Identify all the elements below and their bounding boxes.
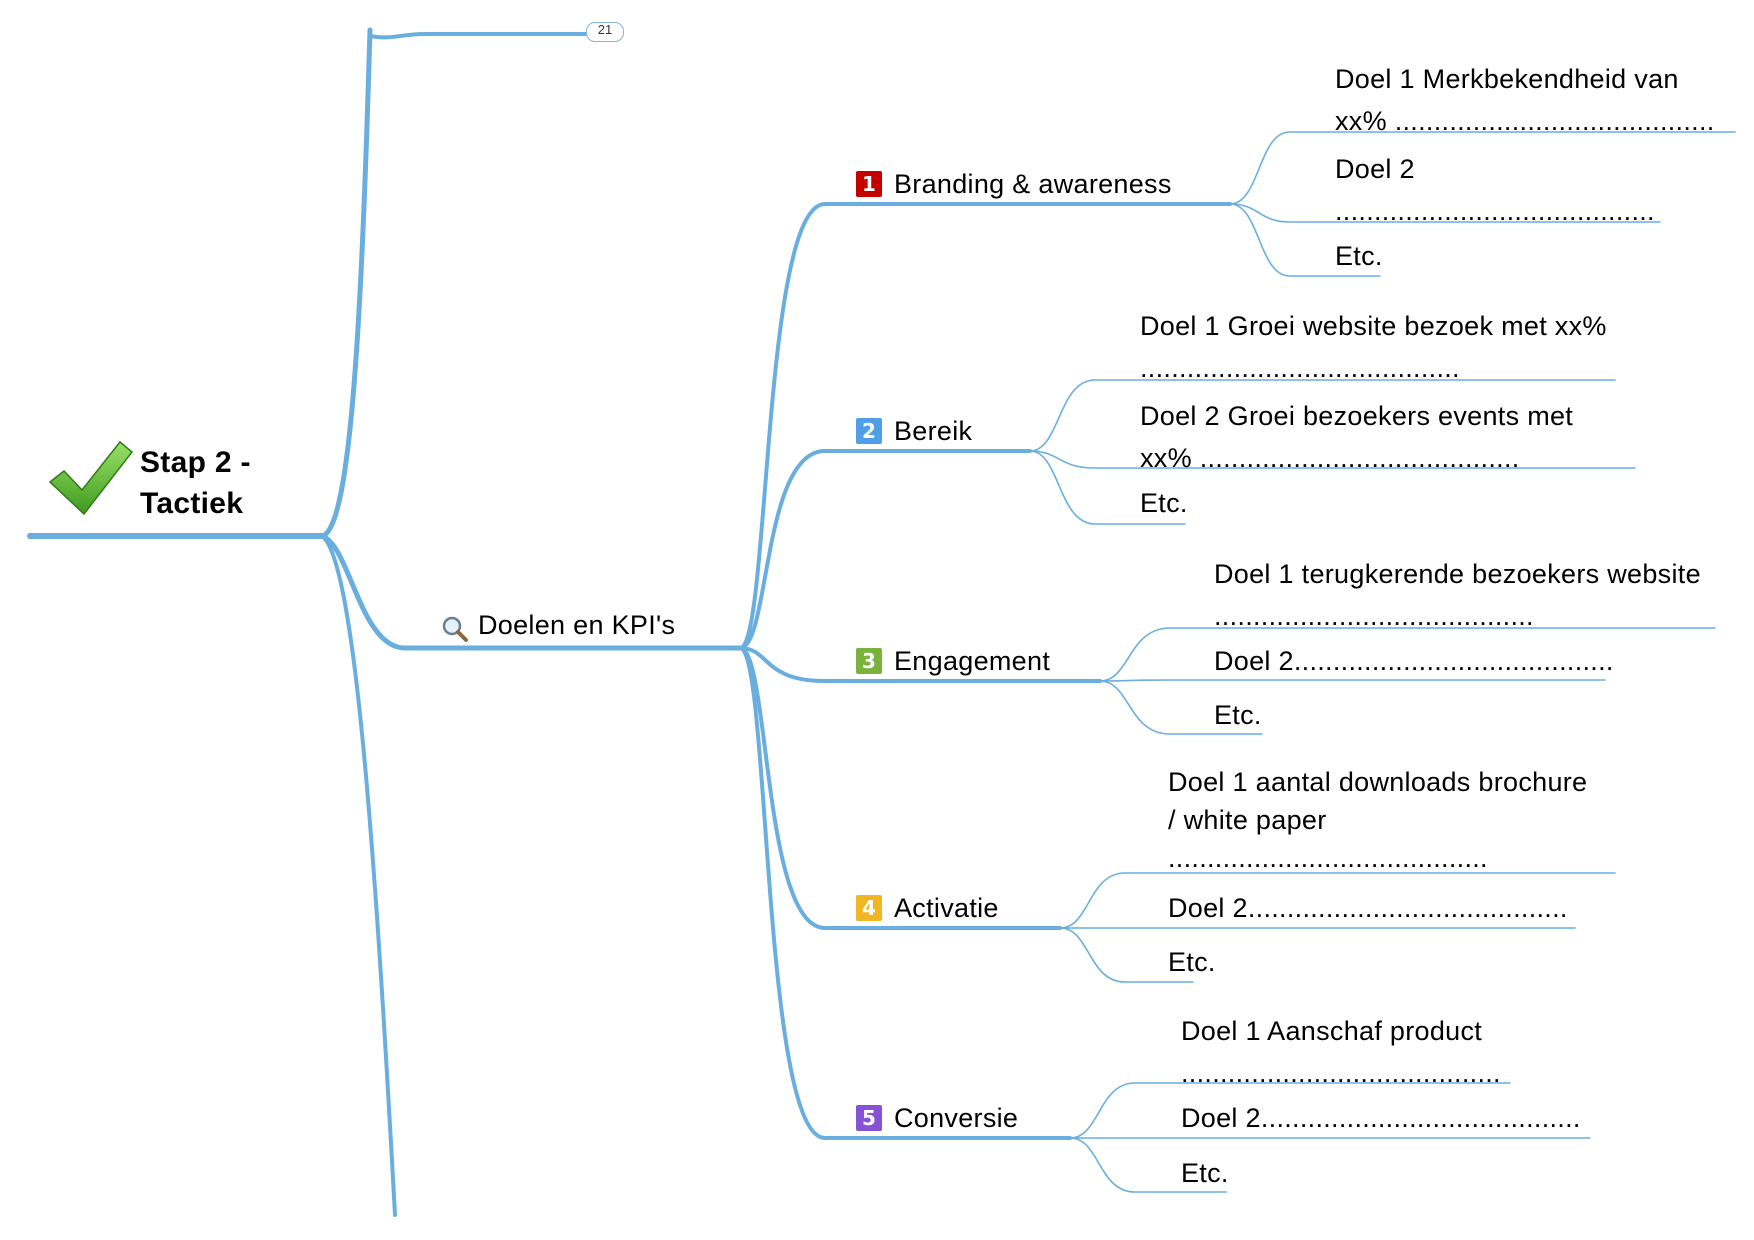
priority-3-icon: 3: [856, 648, 882, 674]
category-branding[interactable]: Branding & awareness: [894, 169, 1172, 199]
category-bereik[interactable]: Bereik: [894, 416, 973, 446]
category-branch-line: [738, 202, 1232, 650]
root-branch-line: [320, 534, 397, 1217]
goal-branch-line: [1059, 872, 1616, 929]
priority-1-icon: 1: [856, 171, 882, 197]
root-branch-line: [319, 533, 743, 651]
goal-branch-line: [1229, 203, 1381, 277]
goal-item[interactable]: Doel 1 aantal downloads brochure / white…: [1168, 767, 1588, 873]
category-branch-line: [738, 646, 1072, 1140]
goal-item[interactable]: Doel 2..................................…: [1168, 893, 1568, 923]
goal-item[interactable]: Doel 1 Merkbekendheid van xx% ..........…: [1335, 64, 1715, 136]
checkmark-icon: [48, 440, 134, 516]
goal-item[interactable]: Etc.: [1168, 947, 1216, 977]
priority-5-icon: 5: [856, 1105, 882, 1131]
goal-item[interactable]: Etc.: [1140, 488, 1188, 518]
goal-item[interactable]: Etc.: [1181, 1158, 1229, 1188]
category-activatie[interactable]: Activatie: [894, 893, 999, 923]
priority-4-icon: 4: [856, 895, 882, 921]
goal-branch-line: [1069, 1137, 1227, 1193]
goal-item[interactable]: Etc.: [1214, 700, 1262, 730]
doelen-topic[interactable]: Doelen en KPI's: [478, 610, 676, 640]
priority-2-icon: 2: [856, 418, 882, 444]
category-engagement[interactable]: Engagement: [894, 646, 1051, 676]
goal-branch-line: [1059, 927, 1194, 983]
root-branch-line: [368, 32, 592, 40]
collapsed-count-badge[interactable]: 21: [586, 22, 624, 42]
goal-item[interactable]: Doel 2..................................…: [1181, 1103, 1581, 1133]
goal-item[interactable]: Doel 2 Groei bezoekers events met xx% ..…: [1140, 401, 1574, 473]
goal-item[interactable]: Doel 1 Groei website bezoek met xx% ....…: [1140, 311, 1607, 383]
magnifier-icon: [442, 616, 468, 642]
goal-branch-line: [1099, 627, 1716, 682]
category-conversie[interactable]: Conversie: [894, 1103, 1019, 1133]
goal-branch-line: [1229, 203, 1661, 223]
goal-branch-line: [1029, 450, 1186, 525]
goal-item[interactable]: Doel 2..................................…: [1214, 646, 1614, 676]
category-branch-line: [738, 449, 1032, 650]
category-branch-line: [738, 646, 1102, 683]
goal-branch-line: [1099, 679, 1606, 682]
goal-branch-line: [1099, 680, 1263, 735]
goal-item[interactable]: Doel 1 Aanschaf product ................…: [1181, 1016, 1501, 1088]
root-branch-line: [319, 27, 373, 539]
goal-item[interactable]: Doel 1 terugkerende bezoekers website ..…: [1214, 559, 1701, 631]
goal-branch-line: [1029, 450, 1636, 469]
goal-branch-line: [1229, 131, 1736, 205]
goal-branch-line: [1029, 379, 1616, 452]
goal-item[interactable]: Etc.: [1335, 241, 1383, 271]
goal-item[interactable]: Doel 2 .................................…: [1335, 154, 1655, 226]
root-topic[interactable]: Stap 2 - Tactiek: [140, 446, 251, 520]
category-branch-line: [738, 646, 1062, 930]
goal-branch-line: [1069, 1082, 1511, 1139]
